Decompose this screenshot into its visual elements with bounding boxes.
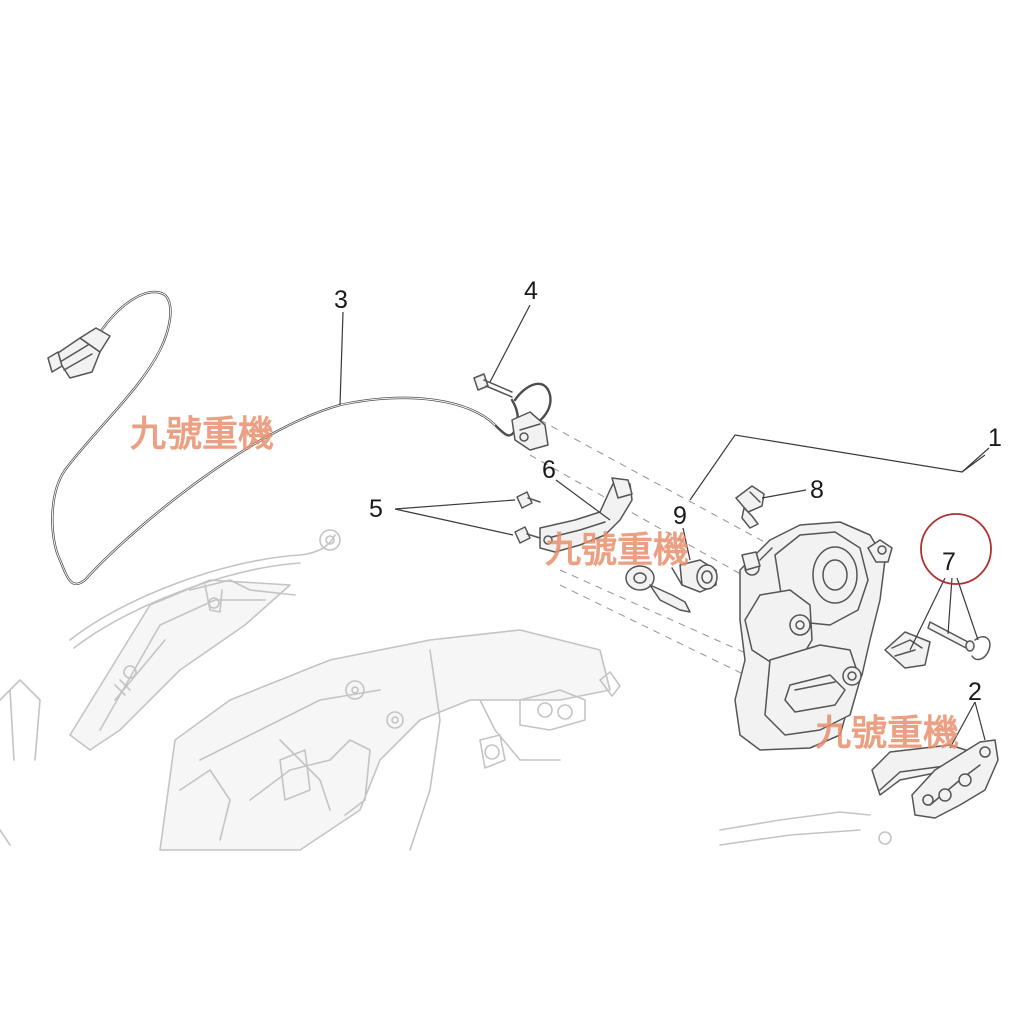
leader-lines [339, 304, 990, 749]
part-5-screws[interactable] [514, 491, 541, 544]
part-label-7: 7 [942, 548, 956, 576]
part-7-pad-pin-and-spring[interactable] [884, 621, 991, 669]
part-number-labels: 1 2 3 4 5 6 7 8 9 [334, 277, 1002, 706]
watermarks: 九號重機 九號重機 九號重機 [130, 414, 959, 754]
part-label-3: 3 [334, 286, 348, 314]
part-4-bolt[interactable] [473, 373, 513, 398]
highlight-circle [920, 513, 992, 585]
part-label-9: 9 [673, 502, 687, 530]
part-label-1: 1 [988, 424, 1002, 452]
part-1-brake-caliper[interactable] [734, 521, 893, 751]
part-9-seal-kit[interactable] [625, 559, 718, 613]
part-label-8: 8 [810, 476, 824, 504]
part-8-bleed-screw[interactable] [735, 485, 765, 529]
part-label-4: 4 [524, 277, 538, 305]
watermark-2: 九號重機 [545, 530, 689, 571]
part-label-6: 6 [542, 456, 556, 484]
part-3-sensor-cable[interactable] [47, 290, 552, 586]
watermark-3: 九號重機 [815, 713, 959, 754]
ghost-frame-structure [0, 529, 892, 851]
part-6-sensor-bracket[interactable] [539, 477, 633, 553]
part-2-brake-pads[interactable] [871, 739, 999, 819]
watermark-1: 九號重機 [130, 414, 274, 455]
part-label-2: 2 [968, 678, 982, 706]
part-label-5: 5 [369, 495, 383, 523]
